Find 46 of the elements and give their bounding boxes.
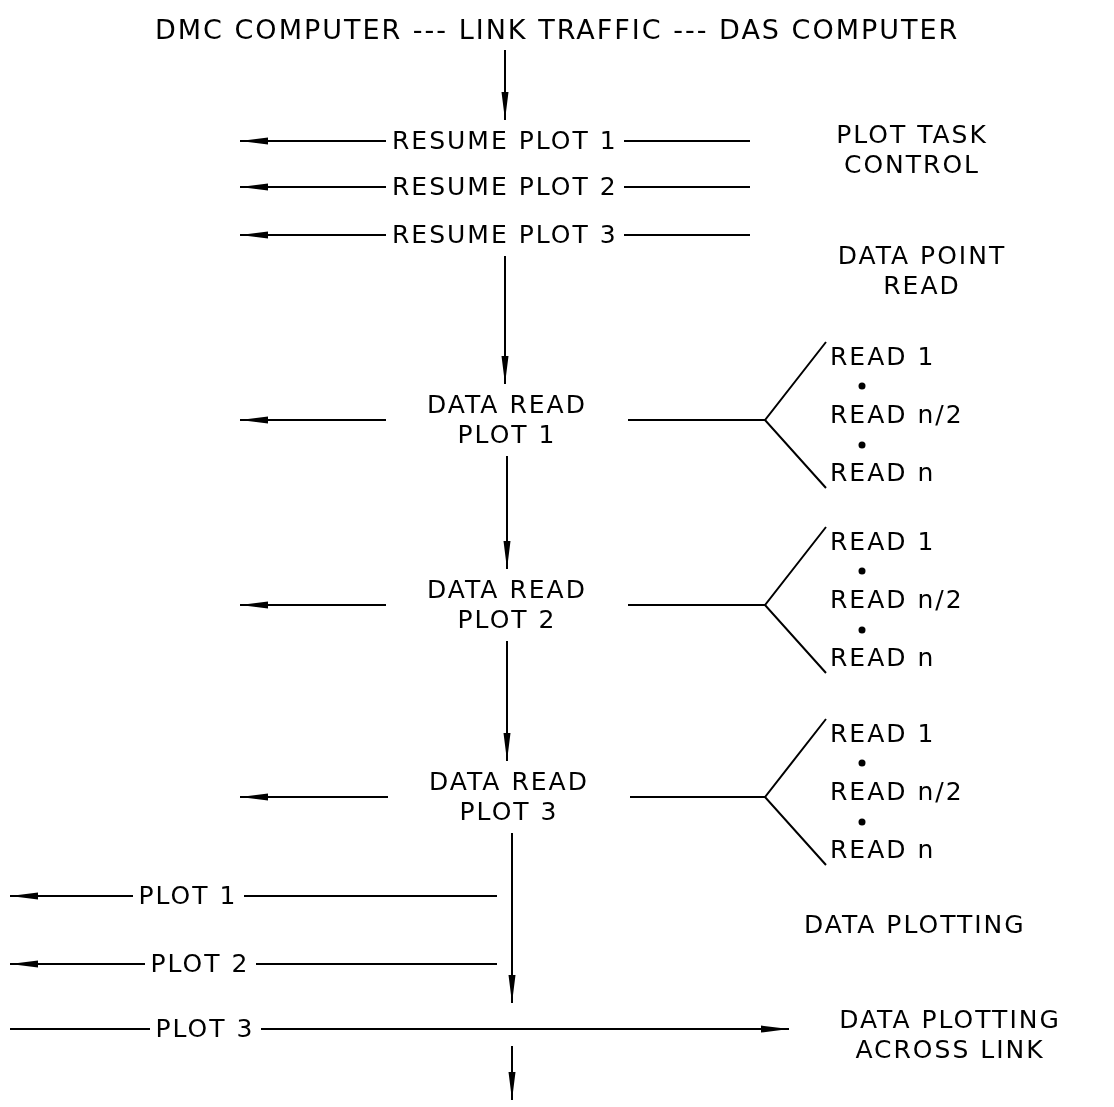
connector-line — [627, 419, 827, 489]
step-label: DATA PLOTTING ACROSS LINK — [795, 1005, 1105, 1065]
arrow — [9, 892, 134, 900]
step-label: PLOT 3 — [155, 1014, 255, 1044]
arrow — [239, 231, 387, 239]
arrow — [239, 601, 387, 609]
step-label: READ 1 — [830, 527, 936, 557]
section-label: PLOT TASK CONTROL — [835, 120, 989, 180]
connector-line — [255, 963, 498, 965]
arrow — [9, 960, 146, 968]
arrow — [239, 416, 387, 424]
step-label: DATA READ PLOT 3 — [394, 767, 624, 827]
connector-line — [243, 895, 498, 897]
heading: DMC COMPUTER --- LINK TRAFFIC --- DAS COMPUTER — [155, 14, 960, 47]
step-label: READ 1 — [830, 719, 936, 749]
step-label: DATA READ PLOT 2 — [392, 575, 622, 635]
step-label: READ 1 — [830, 342, 936, 372]
connector-line — [623, 186, 751, 188]
arrow — [260, 1025, 790, 1033]
section-label: DATA PLOTTING — [804, 910, 1026, 940]
arrow — [508, 832, 516, 1004]
connector-line — [9, 1028, 151, 1030]
step-label: RESUME PLOT 3 — [392, 220, 618, 250]
connector-line — [623, 234, 751, 236]
step-label: READ n — [830, 643, 936, 673]
arrow — [503, 455, 511, 570]
connector-line — [629, 796, 827, 866]
step-label: RESUME PLOT 2 — [392, 172, 618, 202]
connector-line — [623, 140, 751, 142]
step-label: RESUME PLOT 1 — [392, 126, 618, 156]
arrow — [239, 183, 387, 191]
step-label: READ n — [830, 458, 936, 488]
step-label: PLOT 1 — [138, 881, 238, 911]
arrow — [239, 793, 389, 801]
step-label: DATA READ PLOT 1 — [392, 390, 622, 450]
arrow — [503, 640, 511, 762]
arrow — [501, 255, 509, 385]
arrow — [239, 137, 387, 145]
step-label: PLOT 2 — [150, 949, 250, 979]
step-label: READ n/2 — [830, 777, 964, 807]
connector-line — [627, 604, 827, 674]
arrow — [501, 49, 509, 121]
section-label: DATA POINT READ — [836, 241, 1008, 301]
step-label: READ n/2 — [830, 400, 964, 430]
step-label: READ n/2 — [830, 585, 964, 615]
step-label: READ n — [830, 835, 936, 865]
